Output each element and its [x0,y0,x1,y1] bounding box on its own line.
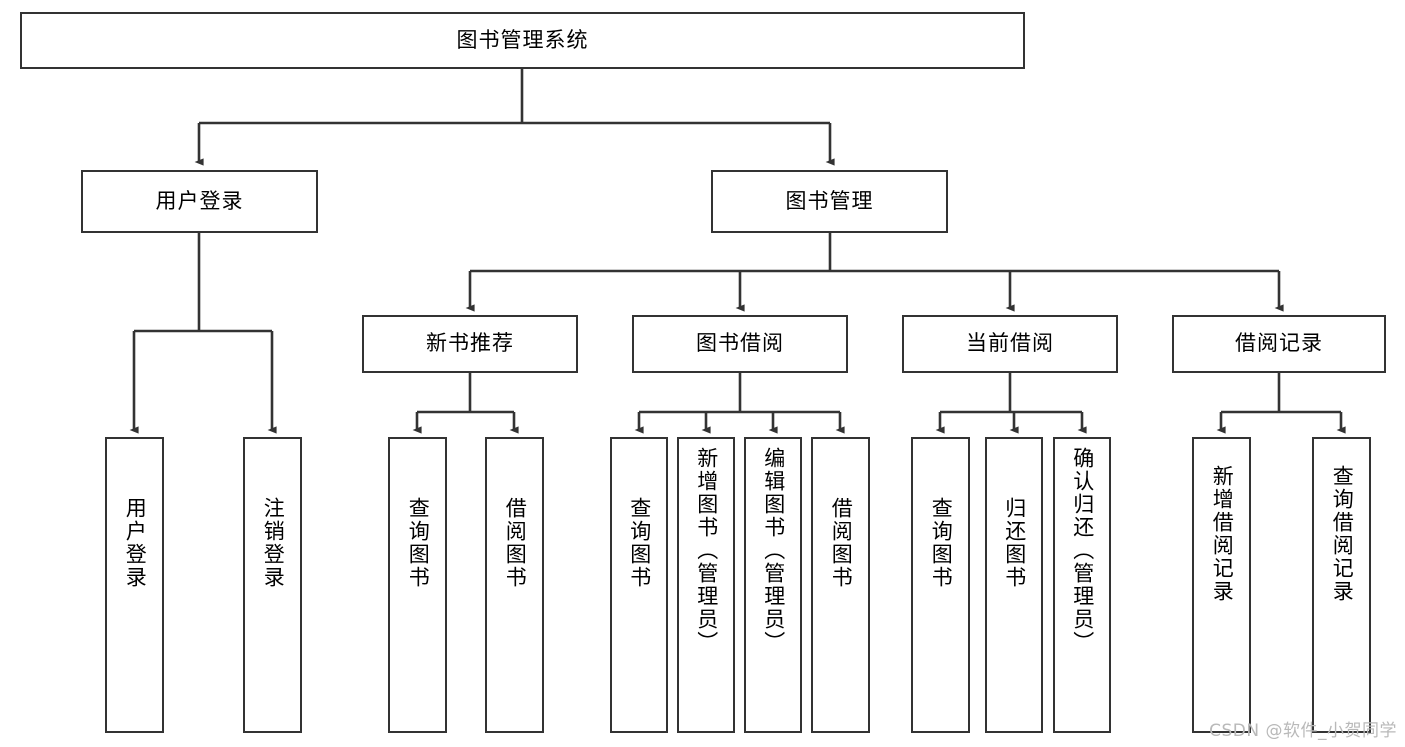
node-leaf-return-book[interactable]: 归还图书 [985,437,1043,733]
node-label: 新书推荐 [426,331,514,356]
node-book-manage[interactable]: 图书管理 [711,170,948,233]
node-label: 归还图书 [1002,497,1027,589]
node-label: 借阅记录 [1235,331,1323,356]
node-leaf-borrow-book-1[interactable]: 借阅图书 [485,437,544,733]
node-label: 新增借阅记录 [1210,465,1235,603]
node-label: 用户登录 [123,497,148,589]
node-root-system[interactable]: 图书管理系统 [20,12,1025,69]
node-leaf-query-record[interactable]: 查询借阅记录 [1312,437,1371,733]
node-label: 确认归还（管理员） [1070,447,1095,654]
node-label: 图书管理 [785,188,874,213]
node-label: 查询图书 [406,497,431,589]
node-label: 当前借阅 [966,331,1054,356]
node-leaf-logout[interactable]: 注销登录 [243,437,302,733]
node-user-login[interactable]: 用户登录 [81,170,318,233]
node-label: 查询借阅记录 [1330,465,1355,603]
watermark-text: CSDN @软件_小贺同学 [1209,721,1397,741]
node-leaf-add-book[interactable]: 新增图书（管理员） [677,437,735,733]
node-current-borrow[interactable]: 当前借阅 [902,315,1118,373]
node-leaf-confirm-return[interactable]: 确认归还（管理员） [1053,437,1111,733]
node-leaf-edit-book[interactable]: 编辑图书（管理员） [744,437,802,733]
node-label: 查询图书 [929,497,954,589]
node-label: 借阅图书 [503,497,528,589]
node-leaf-user-login[interactable]: 用户登录 [105,437,164,733]
node-book-borrow[interactable]: 图书借阅 [632,315,848,373]
node-label: 图书管理系统 [456,27,589,52]
node-label: 注销登录 [261,497,286,589]
node-new-book-rec[interactable]: 新书推荐 [362,315,578,373]
node-borrow-record[interactable]: 借阅记录 [1172,315,1386,373]
node-leaf-query-book-3[interactable]: 查询图书 [911,437,970,733]
node-leaf-query-book-2[interactable]: 查询图书 [610,437,668,733]
node-label: 新增图书（管理员） [694,447,719,654]
node-leaf-add-record[interactable]: 新增借阅记录 [1192,437,1251,733]
node-label: 查询图书 [627,497,652,589]
node-leaf-borrow-book-2[interactable]: 借阅图书 [811,437,870,733]
node-label: 图书借阅 [696,331,784,356]
node-label: 用户登录 [155,188,244,213]
node-label: 编辑图书（管理员） [761,447,786,654]
node-leaf-query-book-1[interactable]: 查询图书 [388,437,447,733]
node-label: 借阅图书 [829,497,854,589]
